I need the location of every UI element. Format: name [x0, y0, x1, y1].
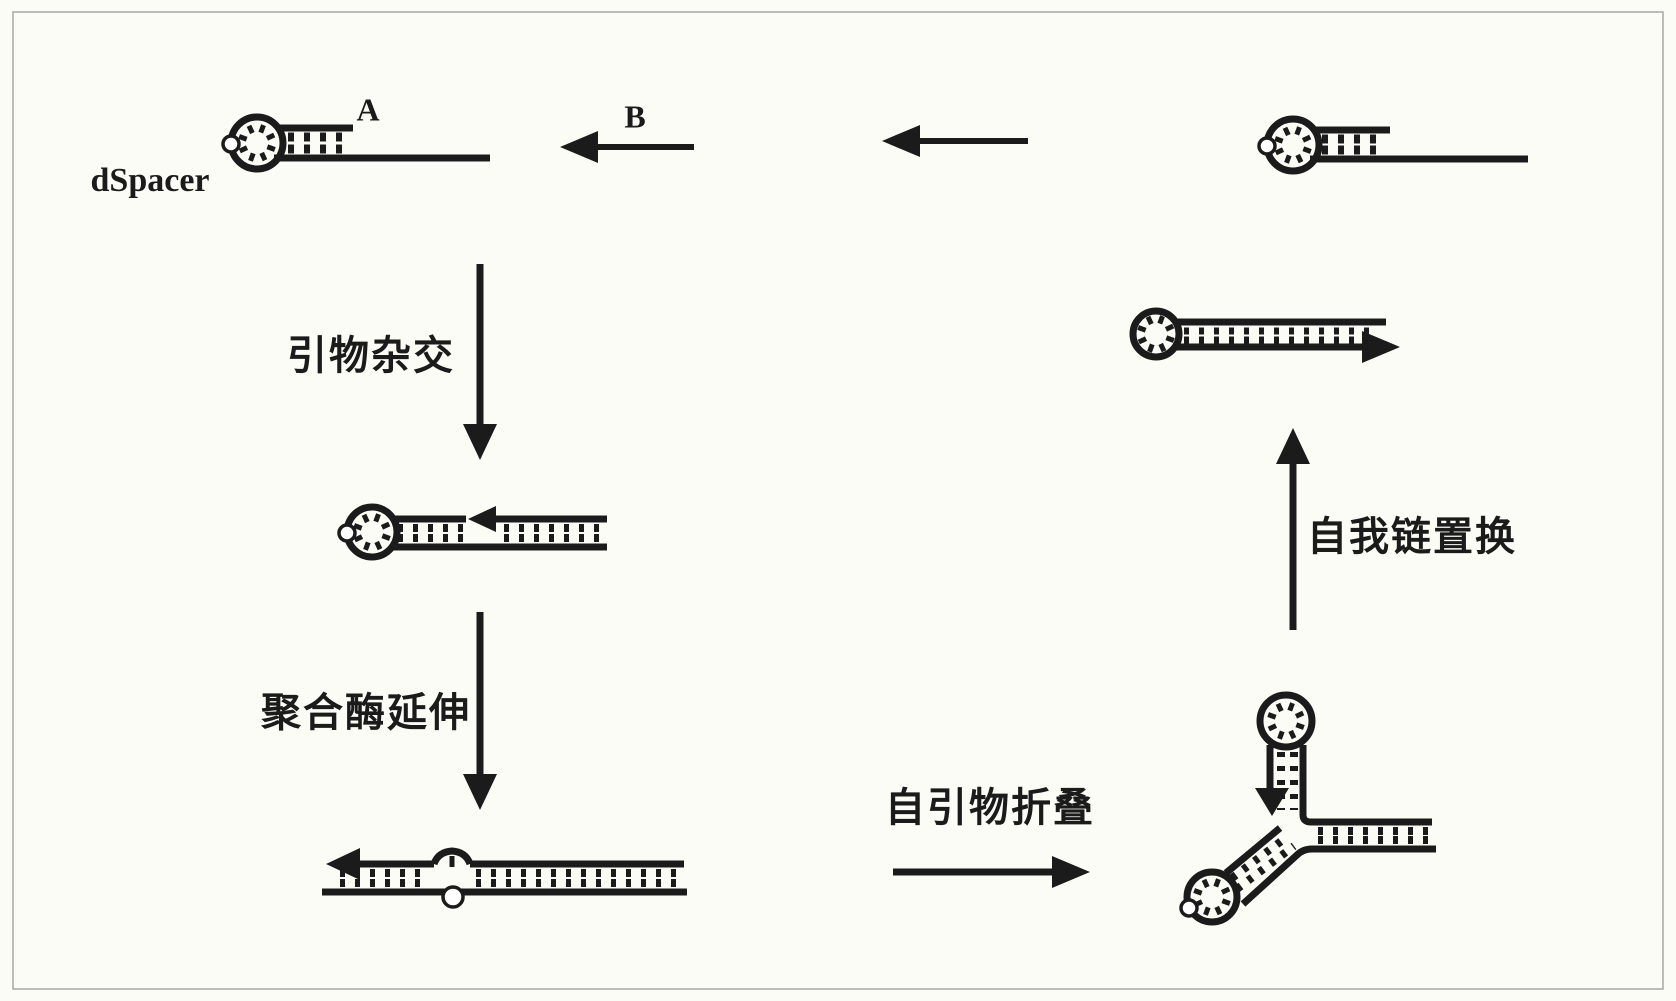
figure-frame	[12, 11, 1664, 990]
primer-b-label: B	[624, 98, 646, 135]
strand-a-label: A	[356, 91, 380, 128]
dspacer-site-icon	[1257, 136, 1277, 156]
flow-arrow-right-folding	[893, 856, 1090, 888]
primer-3end-arrowhead-icon	[326, 848, 360, 880]
hairpin-loop-icon	[1129, 307, 1183, 361]
dspacer-label: dSpacer	[90, 162, 210, 199]
arrowhead-right-icon	[1052, 856, 1090, 888]
primer-3end-arrowhead-icon	[1362, 331, 1400, 363]
step-label-hybridization: 引物杂交	[287, 333, 455, 379]
dspacer-site-icon	[1179, 898, 1199, 918]
hairpin-loop-icon	[1183, 868, 1241, 926]
hairpin-template-top-left	[221, 113, 490, 173]
displaced-hairpin-product	[1129, 307, 1400, 363]
dspacer-site-icon	[221, 134, 241, 154]
arrowhead-down-icon	[463, 424, 497, 460]
primer-3end-arrowhead-icon	[468, 506, 496, 532]
flow-arrow-down-hybridization	[463, 264, 497, 460]
hairpin-template-top-right	[1257, 115, 1528, 175]
primer-3end-arrowhead-icon	[1255, 788, 1289, 816]
arrowhead-left-icon	[882, 125, 920, 157]
primer-annealed-duplex	[337, 503, 607, 561]
arrowhead-down-icon	[463, 774, 497, 810]
dspacer-site-icon	[337, 523, 357, 543]
extended-duplex	[322, 847, 687, 909]
primer-b-arrow	[560, 131, 694, 163]
arrowhead-left-icon	[560, 131, 598, 163]
step-label-folding: 自引物折叠	[885, 785, 1095, 831]
flow-arrow-down-extension	[463, 612, 497, 810]
step-label-extension: 聚合酶延伸	[261, 690, 471, 736]
arrowhead-up-icon	[1276, 428, 1310, 464]
flow-arrow-up-displacement	[1276, 428, 1310, 630]
three-way-junction	[1179, 691, 1436, 926]
hairpin-loop-icon	[1256, 691, 1316, 751]
strand-loopout-bump-icon	[430, 847, 474, 866]
flow-arrow-left-top	[882, 125, 1028, 157]
dspacer-site-icon	[441, 885, 465, 909]
step-label-displacement: 自我链置换	[1307, 514, 1517, 560]
